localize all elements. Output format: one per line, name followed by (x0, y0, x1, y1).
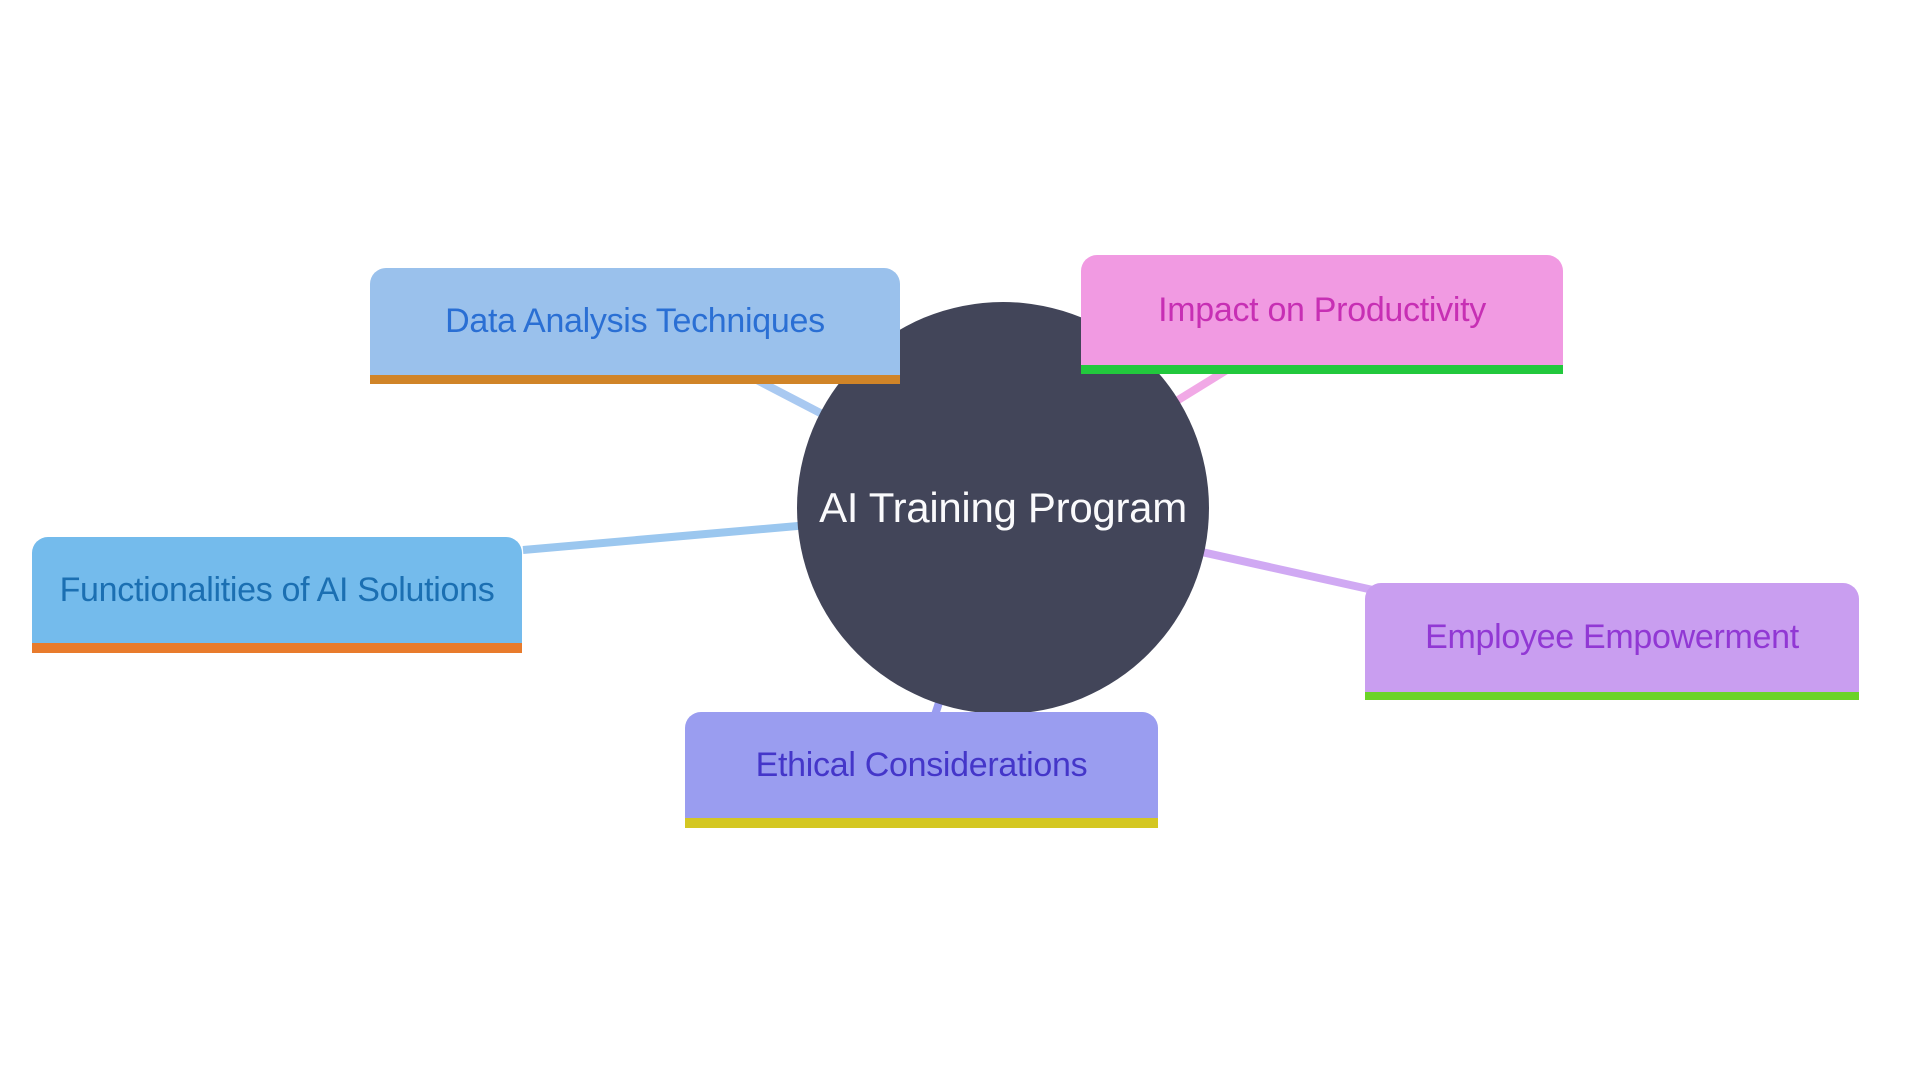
node-label: Ethical Considerations (755, 745, 1088, 784)
node-employee-empowerment[interactable]: Employee Empowerment (1365, 583, 1859, 700)
node-label: Employee Empowerment (1425, 618, 1799, 656)
node-data-analysis-techniques[interactable]: Data Analysis Techniques (370, 268, 900, 384)
node-impact-on-productivity[interactable]: Impact on Productivity (1081, 255, 1563, 374)
node-functionalities-of-ai-solutions[interactable]: Functionalities of AI Solutions (32, 537, 522, 653)
center-node-circle[interactable] (797, 302, 1209, 714)
node-label: Impact on Productivity (1158, 290, 1486, 329)
node-ethical-considerations[interactable]: Ethical Considerations (685, 712, 1158, 828)
node-label: Data Analysis Techniques (445, 302, 825, 340)
node-label: Functionalities of AI Solutions (59, 570, 495, 609)
